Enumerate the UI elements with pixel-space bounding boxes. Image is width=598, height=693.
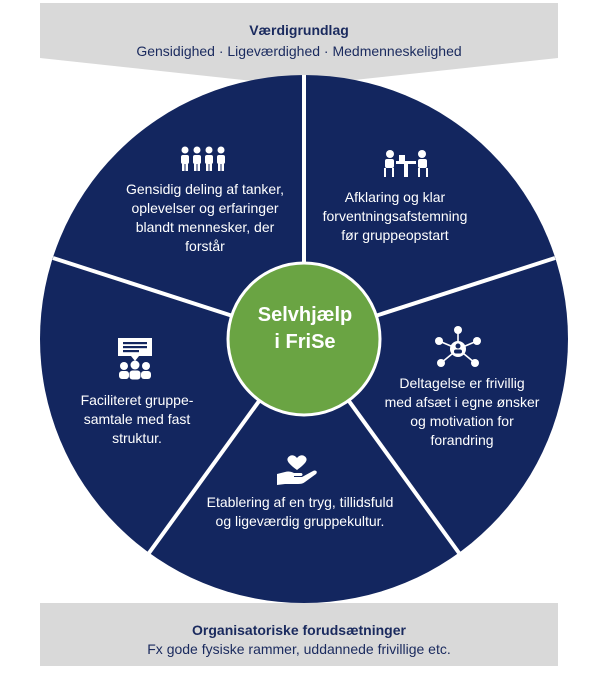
presentation-group-icon bbox=[118, 338, 152, 380]
network-person-icon bbox=[435, 326, 481, 367]
values-banner: Værdigrundlag Gensidighed · Ligeværdighe… bbox=[0, 0, 598, 86]
organisational-banner: Organisatoriske forudsætninger Fx gode f… bbox=[0, 603, 598, 693]
center-label-line2: i FriSe bbox=[274, 331, 336, 353]
group-people-icon bbox=[181, 146, 225, 171]
heart-hand-icon bbox=[277, 455, 317, 485]
segment-facilitated-talk-text: Faciliteret gruppe-samtale med fast stru… bbox=[80, 392, 194, 446]
center-circle bbox=[226, 261, 382, 417]
organisational-banner-title: Organisatoriske forudsætninger bbox=[192, 622, 406, 638]
meeting-table-icon bbox=[384, 150, 428, 177]
segment-mutual-sharing-text: Gensidig deling af tanker, oplevelser og… bbox=[126, 181, 284, 254]
segment-clarification-text: Afklaring og klar forventningsafstemning… bbox=[322, 189, 468, 243]
organisational-banner-subtitle: Fx gode fysiske rammer, uddannede frivil… bbox=[147, 641, 451, 657]
center-label: Selvhjælp i FriSe bbox=[246, 302, 364, 356]
values-banner-title: Værdigrundlag bbox=[249, 22, 349, 38]
center-label-line1: Selvhjælp bbox=[257, 304, 353, 326]
segment-safe-culture-text: Etablering af en tryg, tillidsfuld og li… bbox=[206, 494, 394, 529]
values-banner-shape bbox=[40, 3, 558, 86]
organisational-banner-shape bbox=[40, 603, 558, 666]
segment-voluntary-text: Deltagelse er frivillig med afsæt i egne… bbox=[384, 375, 540, 448]
values-banner-subtitle: Gensidighed · Ligeværdighed · Medmennesk… bbox=[136, 43, 462, 59]
